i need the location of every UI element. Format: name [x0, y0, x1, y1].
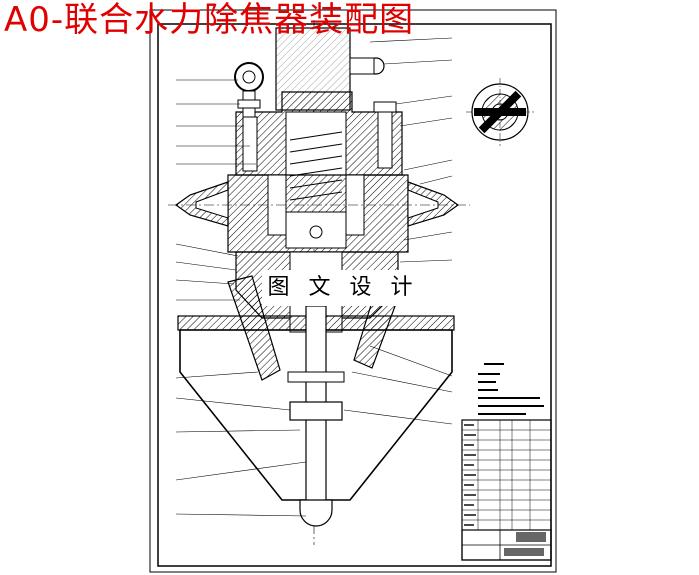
coupling	[289, 401, 343, 421]
drawing-title: A0-联合水力除焦器装配图	[4, 0, 415, 40]
leader-lines-left	[175, 79, 307, 517]
leader-lines-right	[343, 37, 453, 425]
outer-frame	[149, 9, 557, 573]
shaft-tip	[299, 499, 333, 527]
technical-notes	[478, 363, 544, 415]
parts-list	[461, 419, 552, 561]
right-bolt	[373, 101, 397, 169]
section-view	[466, 78, 534, 146]
inner-frame	[157, 23, 552, 567]
watermark-text: 图 文 设 计	[262, 270, 424, 306]
left-nozzle	[174, 181, 229, 227]
left-bolt	[242, 116, 258, 172]
eye-bolt	[234, 62, 264, 118]
right-nozzle	[407, 181, 460, 227]
cone	[179, 329, 453, 501]
